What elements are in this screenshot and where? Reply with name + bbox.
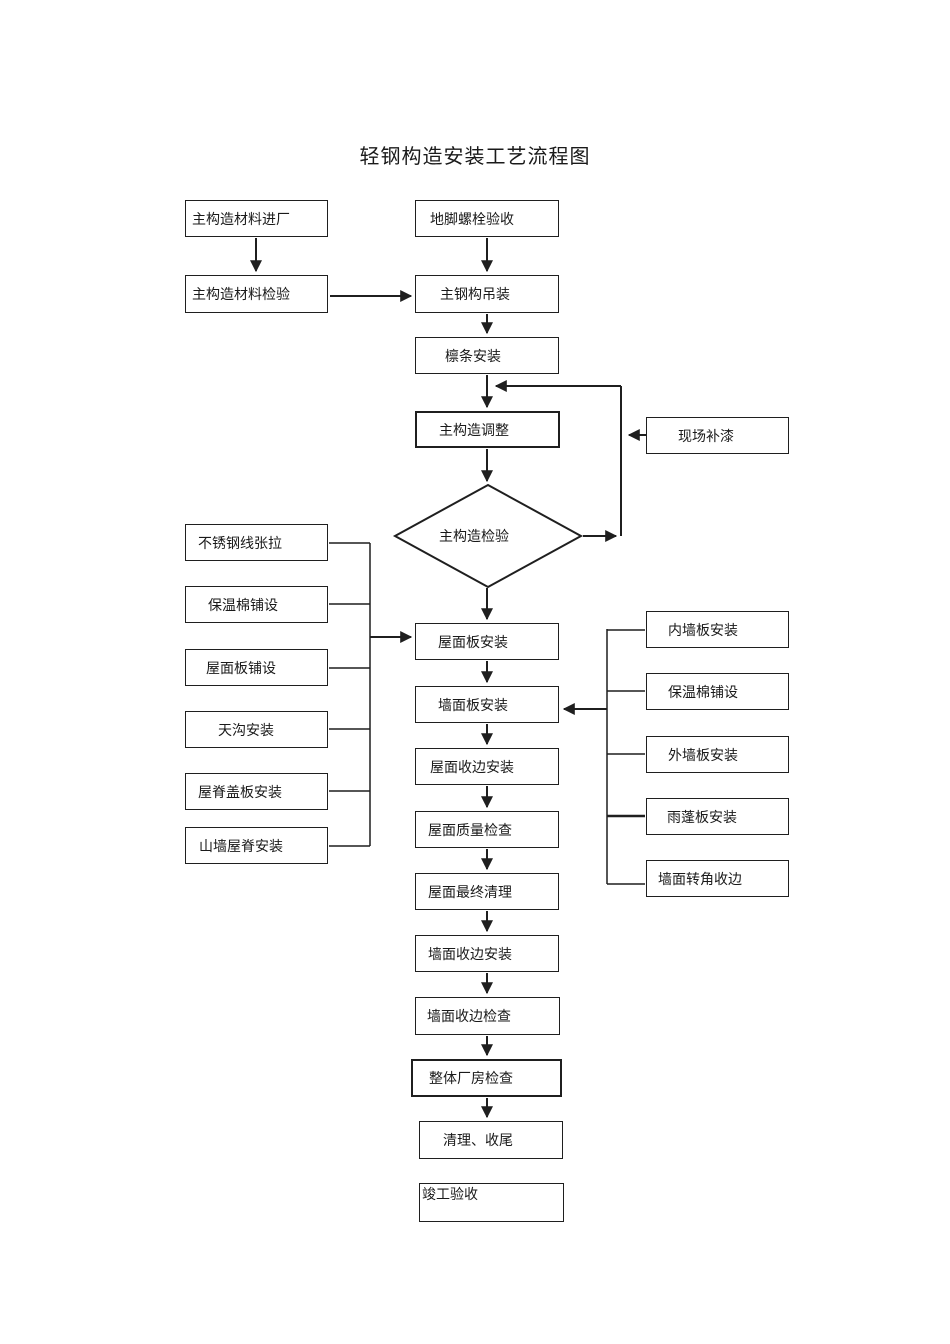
node-main-structure-adjustment: 主构造调整 [415,411,560,448]
node-inner-wall-panel-installation: 内墙板安装 [646,611,789,648]
node-gutter-installation: 天沟安装 [185,711,328,748]
node-main-steel-hoisting: 主钢构吊装 [415,275,559,313]
node-roof-panel-laying: 屋面板铺设 [185,649,328,686]
node-wall-insulation-laying: 保温棉铺设 [646,673,789,710]
decision-diamond-shape [392,483,584,589]
node-main-material-arrival: 主构造材料进厂 [185,200,328,237]
node-main-material-inspection: 主构造材料检验 [185,275,328,313]
node-wall-panel-installation: 墙面板安装 [415,686,559,723]
node-gable-ridge-installation: 山墙屋脊安装 [185,827,328,864]
node-purlin-installation: 檩条安装 [415,337,559,374]
node-roof-panel-installation: 屋面板安装 [415,623,559,660]
node-canopy-panel-installation: 雨蓬板安装 [646,798,789,835]
node-stainless-wire-tensioning: 不锈钢线张拉 [185,524,328,561]
node-onsite-paint-touchup: 现场补漆 [646,417,789,454]
node-wall-edge-trim-installation: 墙面收边安装 [415,935,559,972]
node-outer-wall-panel-installation: 外墙板安装 [646,736,789,773]
node-roof-quality-inspection: 屋面质量检查 [415,811,559,848]
node-roof-insulation-laying: 保温棉铺设 [185,586,328,623]
page-title: 轻钢构造安装工艺流程图 [359,146,591,168]
node-main-structure-check: 主构造检验 [439,528,509,544]
node-completion-acceptance: 竣工验收 [419,1183,564,1222]
node-anchor-bolt-acceptance: 地脚螺栓验收 [415,200,559,237]
node-wall-corner-edge-trim: 墙面转角收边 [646,860,789,897]
node-overall-building-inspection: 整体厂房检查 [411,1059,562,1097]
node-roof-final-cleanup: 屋面最终清理 [415,873,559,910]
node-roof-edge-trim-installation: 屋面收边安装 [415,748,559,785]
node-cleanup-finishing: 清理、收尾 [419,1121,563,1159]
node-wall-edge-trim-inspection: 墙面收边检查 [415,997,560,1035]
node-ridge-cover-installation: 屋脊盖板安装 [185,773,328,810]
